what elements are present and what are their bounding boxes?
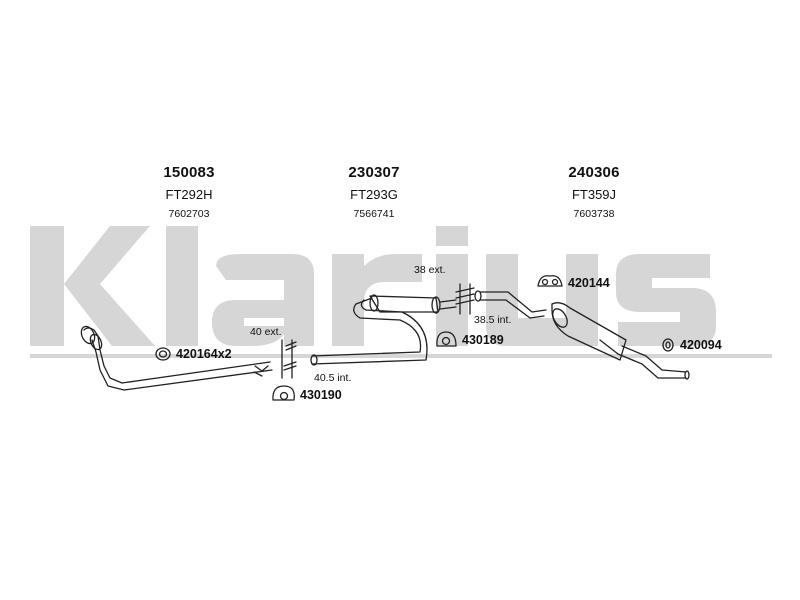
mount-rear-label: 420144 — [568, 276, 610, 290]
front-joint — [281, 339, 297, 379]
part-code: FT292H — [165, 187, 213, 202]
rear-joint — [455, 283, 475, 315]
part-number: 230307 — [348, 164, 400, 181]
ring-rear-label: 420094 — [680, 338, 722, 352]
part-ref: 7602703 — [168, 208, 210, 220]
rear-section — [474, 290, 690, 380]
mount-420144-icon — [537, 275, 563, 287]
part-code: FT359J — [571, 187, 617, 202]
mount-front-label: 430190 — [300, 388, 342, 402]
part-number: 240306 — [568, 164, 620, 181]
front-pipe — [80, 325, 273, 391]
mount-mid-label: 430189 — [462, 333, 504, 347]
mount-430189-icon — [436, 331, 457, 347]
middle-section — [310, 294, 457, 366]
clamp-ring-icon — [155, 347, 171, 361]
part-code: FT293G — [350, 187, 398, 202]
ring-420094-icon — [662, 338, 674, 352]
front-int-label: 40.5 int. — [314, 372, 352, 384]
part-group-mid: 230307 FT293G 7566741 — [309, 164, 439, 220]
clamp-label: 420164x2 — [176, 347, 232, 361]
part-ref: 7603738 — [573, 208, 615, 220]
part-ref: 7566741 — [353, 208, 395, 220]
front-ext-label: 40 ext. — [250, 326, 282, 338]
klarius-logo-watermark — [30, 226, 772, 358]
part-group-rear: 240306 FT359J 7603738 — [529, 164, 659, 220]
part-group-front: 150083 FT292H 7602703 — [124, 164, 254, 220]
rear-ext-label: 38 ext. — [414, 264, 446, 276]
mount-430190-icon — [272, 385, 295, 401]
part-number: 150083 — [163, 164, 215, 181]
rear-int-label: 38.5 int. — [474, 314, 512, 326]
